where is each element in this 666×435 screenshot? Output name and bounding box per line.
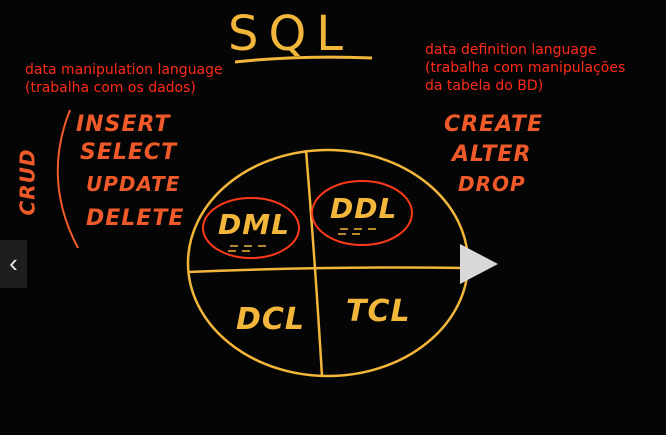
vertical-divider	[304, 149, 324, 377]
quadrant-dml: DML	[218, 208, 290, 241]
chevron-left-icon: ‹	[9, 248, 18, 278]
command-select: SELECT	[80, 140, 178, 165]
crud-label: CRUD	[15, 148, 40, 216]
play-triangle-icon	[460, 244, 498, 284]
quadrant-tcl: TCL	[346, 294, 411, 329]
previous-slide-button[interactable]: ‹	[0, 240, 27, 288]
ddl-description: data definition language (trabalha com m…	[425, 42, 626, 94]
command-update: UPDATE	[86, 172, 181, 196]
command-insert: INSERT	[76, 112, 171, 137]
ddl-oval	[311, 180, 413, 246]
dml-marks	[228, 245, 266, 252]
crud-bracket	[56, 109, 79, 249]
quadrant-ddl: DDL	[330, 192, 398, 225]
ddl-marks	[338, 228, 376, 235]
title-underline	[234, 55, 373, 64]
dml-oval	[202, 197, 300, 259]
command-create: CREATE	[444, 112, 544, 137]
command-delete: DELETE	[86, 206, 185, 231]
quadrant-dcl: DCL	[236, 302, 306, 337]
diagram-circle	[186, 148, 470, 378]
horizontal-divider	[187, 266, 467, 274]
slide-title: SQL	[228, 6, 353, 62]
dml-description: data manipulation language (trabalha com…	[25, 62, 223, 96]
next-slide-button[interactable]	[458, 242, 500, 286]
command-alter: ALTER	[452, 142, 532, 167]
command-drop: DROP	[458, 172, 526, 196]
